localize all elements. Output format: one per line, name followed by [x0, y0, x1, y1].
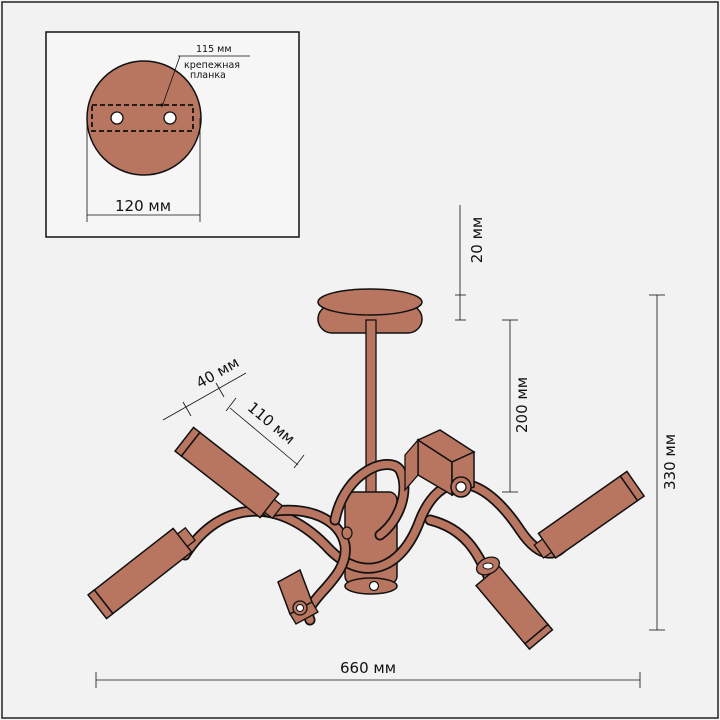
label-diameter: 120 мм: [115, 197, 171, 215]
mounting-inset: 115 мм крепежная планка 120 мм: [45, 31, 300, 238]
curved-arms: [179, 459, 576, 626]
label-height-top: 20 мм: [468, 217, 486, 264]
shade-center-cube: [404, 429, 476, 498]
leader-line: [162, 55, 181, 105]
ceiling-canopy: [317, 288, 423, 334]
lamp-drawing: [87, 288, 646, 651]
stem: [365, 319, 377, 511]
label-height-stem: 200 мм: [513, 377, 531, 433]
label-plate-line1: крепежная: [184, 60, 240, 71]
label-width-total: 660 мм: [340, 659, 396, 677]
screw-hole-left: [110, 111, 124, 125]
shade-upper-left: [174, 426, 284, 520]
central-body: [344, 491, 398, 595]
label-shade-length: 110 мм: [244, 398, 298, 448]
label-height-total: 330 мм: [661, 434, 679, 490]
dim-20: 20 мм: [455, 205, 486, 321]
arm-end-cap-right: [475, 556, 501, 576]
shade-lower-left: [277, 568, 319, 625]
mounting-plate-outline: [91, 104, 194, 132]
arm-end-cap-center: [341, 526, 353, 540]
screw-hole-right: [163, 111, 177, 125]
label-plate-width: 115 мм: [196, 44, 232, 55]
shade-left: [87, 526, 197, 620]
dim-40: 40 мм: [162, 353, 247, 421]
canopy-circle: [86, 60, 202, 176]
dim-110: 110 мм: [225, 397, 305, 469]
dim-660: 660 мм: [95, 659, 641, 688]
shade-lower-right: [475, 565, 554, 651]
label-plate-line2: планка: [190, 70, 226, 81]
shade-right: [533, 470, 646, 560]
leader-dot: [160, 103, 164, 107]
dim-330: 330 мм: [649, 294, 679, 631]
inset-frame: [45, 31, 300, 238]
dim-200: 200 мм: [502, 319, 531, 493]
